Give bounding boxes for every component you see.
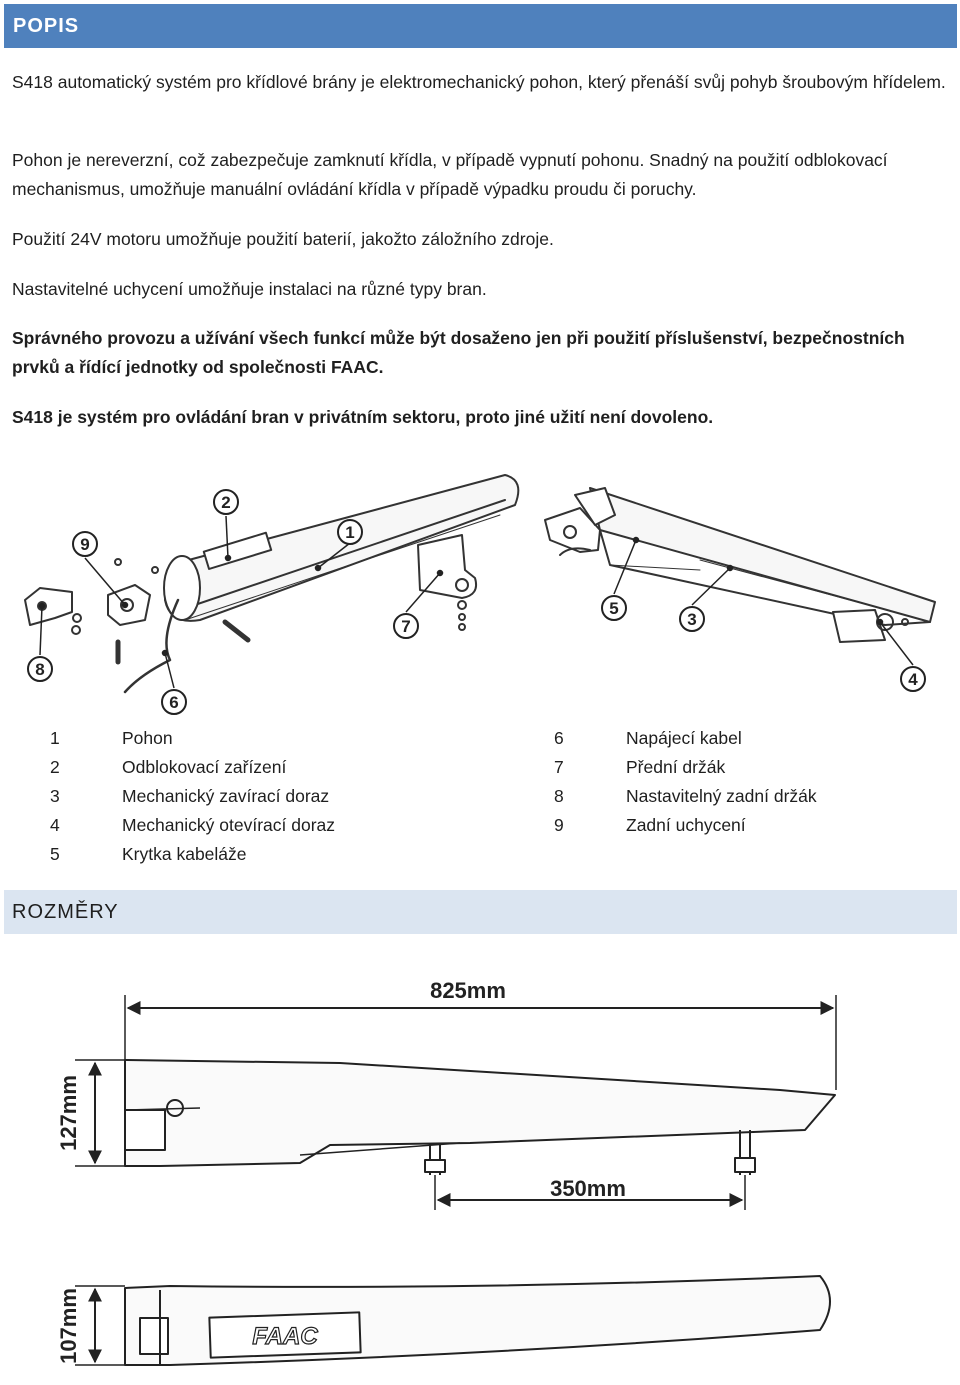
legend-label: Odblokovací zařízení bbox=[122, 757, 287, 777]
legend-number: 3 bbox=[50, 786, 60, 806]
callout-2: 2 bbox=[213, 489, 239, 515]
section-header-popis: POPIS bbox=[4, 4, 957, 48]
paragraph-private-use: S418 je systém pro ovládání bran v privá… bbox=[12, 407, 714, 427]
legend-item: 2 Odblokovací zařízení bbox=[50, 753, 490, 782]
svg-text:2: 2 bbox=[221, 493, 230, 512]
callout-1: 1 bbox=[337, 519, 363, 545]
svg-text:4: 4 bbox=[908, 670, 918, 689]
legend-label: Mechanický zavírací doraz bbox=[122, 786, 330, 806]
legend-right: 6 Napájecí kabel 7 Přední držák 8 Nastavite… bbox=[554, 724, 934, 840]
svg-text:3: 3 bbox=[687, 610, 696, 629]
legend-item: 8 Nastavitelný zadní držák bbox=[554, 782, 934, 811]
legend-item: 4 Mechanický otevírací doraz bbox=[50, 811, 490, 840]
legend-label: Napájecí kabel bbox=[626, 728, 742, 748]
legend-label: Pohon bbox=[122, 728, 173, 748]
legend-item: 6 Napájecí kabel bbox=[554, 724, 934, 753]
paragraph-faac-accessories: Správného provozu a užívání všech funkcí… bbox=[12, 328, 905, 377]
dimension-spacing: 350mm bbox=[550, 1176, 626, 1201]
section-header-rozmery: ROZMĚRY bbox=[4, 890, 957, 934]
legend-item: 1 Pohon bbox=[50, 724, 490, 753]
dimension-height: 127mm bbox=[56, 1075, 81, 1151]
legend-label: Mechanický otevírací doraz bbox=[122, 815, 336, 835]
legend-item: 9 Zadní uchycení bbox=[554, 811, 934, 840]
legend-label: Přední držák bbox=[626, 757, 726, 777]
legend-number: 9 bbox=[554, 815, 564, 835]
legend-number: 7 bbox=[554, 757, 564, 777]
paragraph-adjustable-mount: Nastavitelné uchycení umožňuje instalaci… bbox=[12, 279, 487, 299]
svg-text:6: 6 bbox=[169, 693, 178, 712]
callout-3: 3 bbox=[679, 606, 705, 632]
callout-5: 5 bbox=[601, 595, 627, 621]
legend-number: 1 bbox=[50, 728, 60, 748]
legend-item: 5 Krytka kabeláže bbox=[50, 840, 490, 869]
paragraph-24v-motor: Použití 24V motoru umožňuje použití bate… bbox=[12, 229, 554, 249]
svg-text:7: 7 bbox=[401, 617, 410, 636]
svg-text:1: 1 bbox=[345, 523, 354, 542]
callout-6: 6 bbox=[161, 689, 187, 715]
legend-number: 5 bbox=[50, 844, 60, 864]
legend-item: 3 Mechanický zavírací doraz bbox=[50, 782, 490, 811]
legend-label: Krytka kabeláže bbox=[122, 844, 247, 864]
dimension-length: 825mm bbox=[430, 978, 506, 1003]
callout-4: 4 bbox=[900, 666, 926, 692]
legend-number: 2 bbox=[50, 757, 60, 777]
legend-number: 4 bbox=[50, 815, 60, 835]
svg-text:5: 5 bbox=[609, 599, 618, 618]
legend-item: 7 Přední držák bbox=[554, 753, 934, 782]
svg-text:8: 8 bbox=[35, 660, 44, 679]
dimension-width: 107mm bbox=[56, 1288, 81, 1364]
callout-9: 9 bbox=[72, 531, 98, 557]
dimension-drawing: 825mm 350mm 127mm 107mm FAAC bbox=[56, 978, 837, 1366]
paragraph-nonreversible: Pohon je nereverzní, což zabezpečuje zam… bbox=[12, 150, 888, 199]
svg-text:9: 9 bbox=[80, 535, 89, 554]
faac-logo: FAAC bbox=[252, 1323, 318, 1350]
legend-label: Zadní uchycení bbox=[626, 815, 746, 835]
paragraph-intro: S418 automatický systém pro křídlové brá… bbox=[12, 72, 946, 92]
callout-8: 8 bbox=[27, 656, 53, 682]
legend-number: 8 bbox=[554, 786, 564, 806]
legend-label: Nastavitelný zadní držák bbox=[626, 786, 817, 806]
callout-7: 7 bbox=[393, 613, 419, 639]
legend-number: 6 bbox=[554, 728, 564, 748]
exploded-view-figure: 1 2 3 4 5 6 7 8 9 bbox=[24, 474, 936, 715]
